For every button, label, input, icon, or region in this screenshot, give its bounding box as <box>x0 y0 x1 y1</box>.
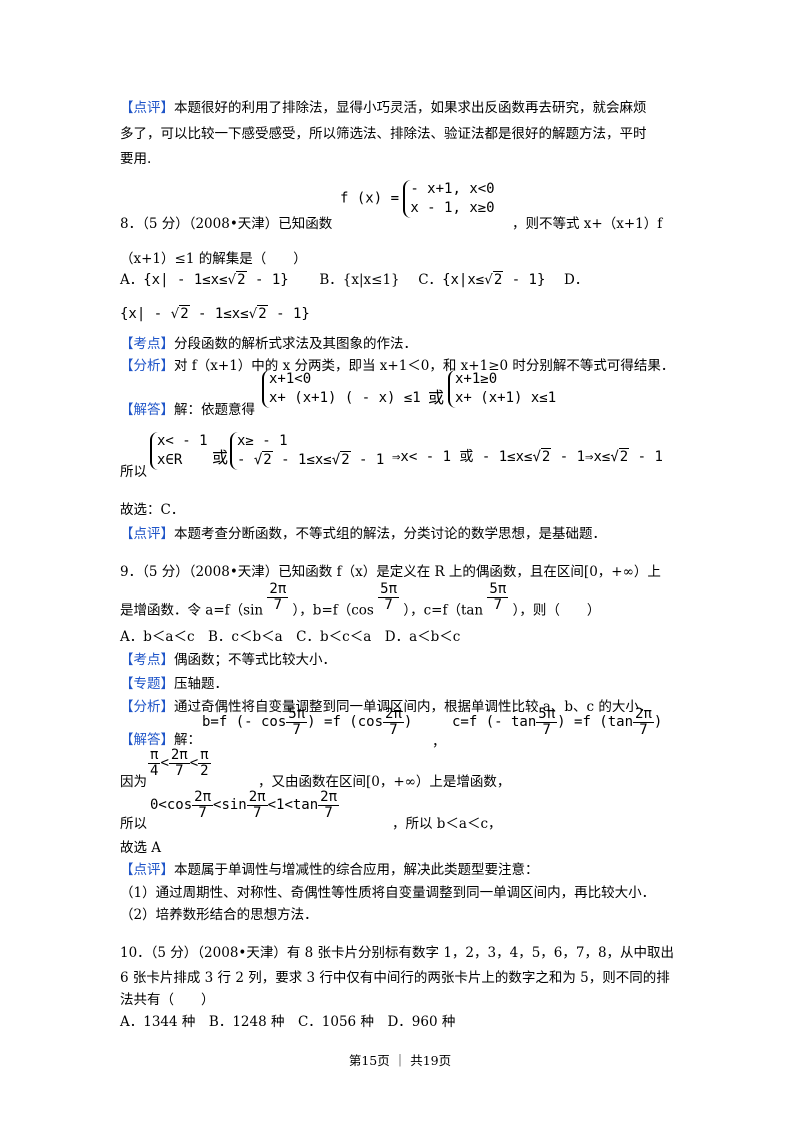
q8-function-def: f (x) = - x+1, x<0 x - 1, x≥0 <box>340 180 495 218</box>
q8-stem-a: 8．（5 分）（2008•天津）已知函数 <box>120 216 333 232</box>
q8-jieda: 【解答】解：依题意得 <box>120 402 255 418</box>
q8-option-d: {x| - √2 - 1≤x≤√2 - 1} <box>120 305 310 322</box>
q8-option-a: A．{x| - 1≤x≤√2 - 1} <box>120 271 289 288</box>
q9-yinwei: 因为 <box>120 774 147 790</box>
q9-zhuanti: 【专题】压轴题． <box>120 676 228 692</box>
q9-kaodian: 【考点】偶函数；不等式比较大小． <box>120 652 336 668</box>
p7-review-line1: 【点评】本题很好的利用了排除法，显得小巧灵活，如果求出反函数再去研究，就会麻烦 <box>120 100 647 116</box>
q8-system-c: x< - 1 x∈R <box>150 432 208 470</box>
p7-review-line2: 多了，可以比较一下感受感受，所以筛选法、排除法、验证法都是很好的解题方法，平时 <box>120 126 647 142</box>
q9-comma: ， <box>432 734 446 750</box>
q9-options: A．b＜a＜c B．c＜b＜a C．b＜c＜a D．a＜b＜c <box>120 629 461 645</box>
q8-suoyi: 所以 <box>120 464 147 480</box>
page-footer: 第15页 ｜ 共19页 <box>348 1053 452 1068</box>
q9-answer: 故选 A <box>120 840 162 856</box>
q8-system-d: x≥ - 1 - √2 - 1≤x≤√2 - 1 <box>230 432 384 470</box>
q10-line-1: 10．（5 分）（2008•天津）有 8 张卡片分别标有数字 1，2，3，4，5… <box>120 945 675 961</box>
q9-suoyi: 所以 <box>120 816 147 832</box>
q10-line-3: 法共有（ ） <box>120 992 215 1008</box>
q10-options: A．1344 种 B．1248 种 C．1056 种 D．960 种 <box>120 1014 456 1030</box>
q8-kaodian: 【考点】分段函数的解析式求法及其图象的作法． <box>120 336 417 352</box>
q8-stem-c: （x+1）≤1 的解集是（ ） <box>120 251 307 267</box>
review-tag: 【点评】 <box>120 100 174 116</box>
q8-system-b: x+1≥0 x+ (x+1) x≤1 <box>448 370 556 408</box>
q9-note-2: （2）培养数形结合的思想方法． <box>120 907 318 923</box>
q8-or-1: 或 <box>428 388 445 407</box>
q9-review: 【点评】本题属于单调性与增减性的综合应用，解决此类题型要注意： <box>120 862 539 878</box>
q8-or-2: 或 <box>212 448 229 467</box>
q9-note-1: （1）通过周期性、对称性、奇偶性等性质将自变量调整到同一单调区间内，再比较大小． <box>120 885 656 901</box>
q9-stem-1: 9．（5 分）（2008•天津）已知函数 f（x）是定义在 R 上的偶函数，且在… <box>120 564 661 580</box>
q8-result: ⇒x< - 1 或 - 1≤x≤√2 - 1⇒x≤√2 - 1 <box>392 448 663 465</box>
q8-review: 【点评】本题考查分断函数，不等式组的解法，分类讨论的数学思想，是基础题． <box>120 526 606 542</box>
q9-suoyi-tail: ，所以 b＜a＜c， <box>392 816 502 832</box>
q8-system-a: x+1<0 x+ (x+1) ( - x) ≤1 <box>262 370 421 408</box>
q8-option-d-label: D． <box>564 272 589 288</box>
p7-review-line3: 要用. <box>120 151 152 167</box>
q8-option-c: C．{x|x≤√2 - 1} <box>418 271 546 288</box>
q9-jieda: 【解答】解： <box>120 732 201 748</box>
q8-option-b: B．{x|x≤1} <box>319 272 400 288</box>
q8-piecewise: - x+1, x<0 x - 1, x≥0 <box>403 180 495 218</box>
q8-stem-b: ，则不等式 x+（x+1）f <box>512 216 663 232</box>
q8-options-row: A．{x| - 1≤x≤√2 - 1} B．{x|x≤1} C．{x|x≤√2 … <box>120 268 588 288</box>
q9-yinwei-tail: ，又由函数在区间[0，+∞）上是增函数， <box>258 774 511 790</box>
q8-answer: 故选：C． <box>120 502 185 518</box>
q9-fenxi: 【分析】通过奇偶性将自变量调整到同一单调区间内，根据单调性比较 a、b、c 的大… <box>120 699 653 715</box>
q10-line-2: 6 张卡片排成 3 行 2 列，要求 3 行中仅有中间行的两张卡片上的数字之和为… <box>120 970 670 986</box>
